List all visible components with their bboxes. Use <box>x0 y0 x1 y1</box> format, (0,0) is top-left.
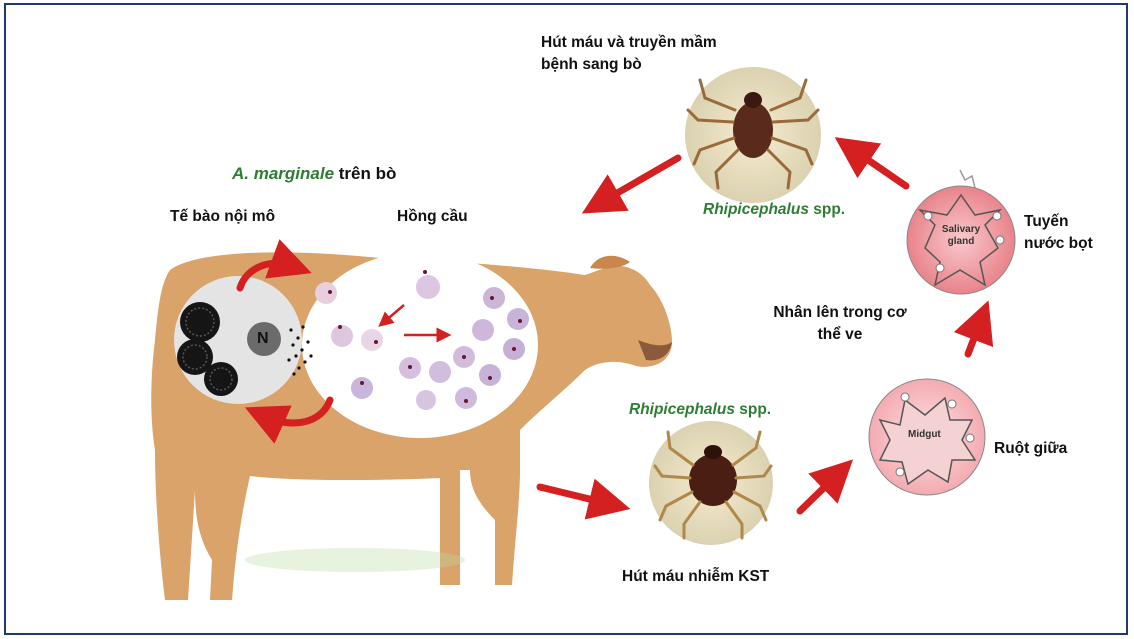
midgut-inner-label: Midgut <box>908 429 941 441</box>
tick-upper-label: Rhipicephalus spp. <box>703 199 845 221</box>
nucleus-label: N <box>257 328 269 350</box>
feed-transmit-label: Hút máu và truyền mầm bệnh sang bò <box>541 32 717 76</box>
tick-lower-label: Rhipicephalus spp. <box>629 399 771 421</box>
feed-infected-label: Hút máu nhiễm KST <box>622 566 769 588</box>
multiply-label: Nhân lên trong cơ thể ve <box>760 302 920 346</box>
midgut-label: Ruột giữa <box>994 438 1067 460</box>
diagram-title: A. marginale trên bò <box>232 163 396 185</box>
tick-upper <box>685 67 821 203</box>
endothelial-label: Tế bào nội mô <box>170 206 275 228</box>
tick-lower <box>649 421 773 545</box>
salivary-label: Tuyến nước bọt <box>1024 211 1093 255</box>
salivary-inner-label: Salivary gland <box>935 224 987 248</box>
rbc-label: Hồng cầu <box>397 206 468 228</box>
